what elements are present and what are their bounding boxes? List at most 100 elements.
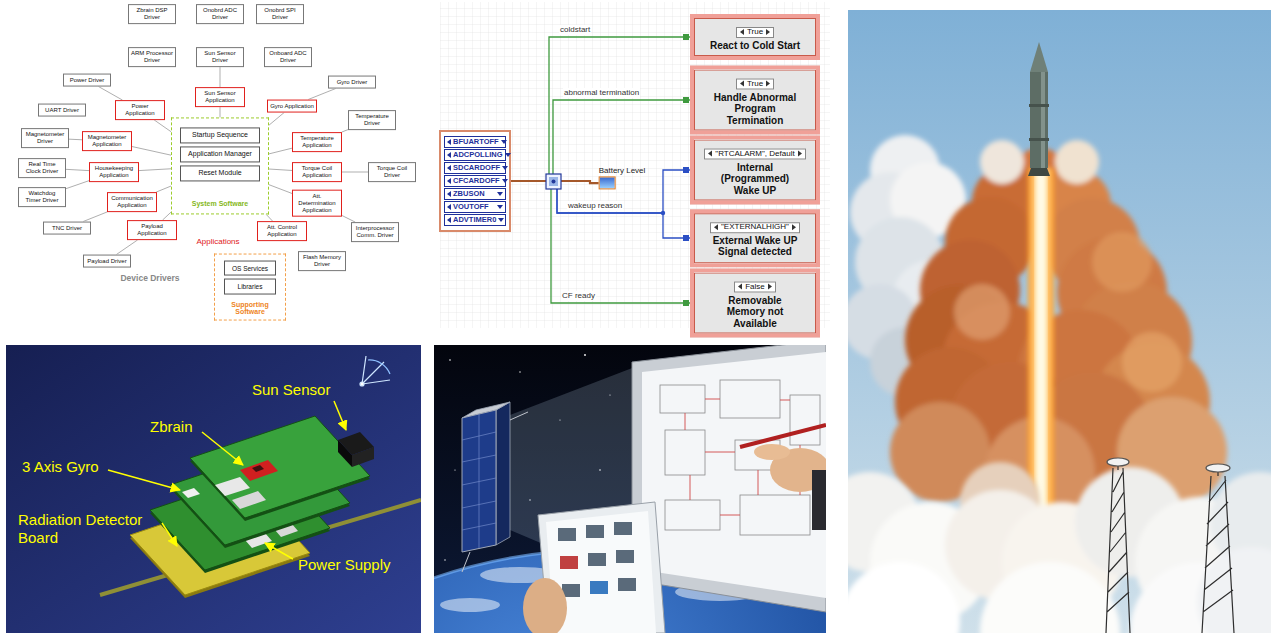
module-name: Application Manager [183, 150, 257, 158]
lightning-tower [1107, 458, 1129, 466]
application-name: Att. Determination Application [295, 193, 339, 214]
monitor [720, 380, 780, 418]
connector-line [154, 120, 171, 132]
case-terminal [683, 167, 689, 173]
driver-box: Real Time Clock Driver [18, 158, 66, 178]
case-selector-value: "EXTERNALHIGH" [718, 223, 792, 231]
monitor [660, 385, 705, 413]
enum-arrow [497, 205, 503, 209]
exhaust-smoke [1092, 232, 1152, 292]
driver-name: ARM Processor Driver [131, 50, 173, 64]
connector-line [342, 130, 348, 133]
monitor [740, 495, 810, 535]
driver-box: Onboard ADC Driver [264, 47, 312, 67]
cubesat [462, 402, 528, 572]
cubesat [462, 412, 528, 572]
enum-arrow [497, 192, 503, 196]
module-box: Reset Module [180, 166, 260, 182]
application-name: Temperature Application [295, 135, 339, 149]
orientation-icon [368, 360, 390, 374]
application-box: Att. Determination Application [292, 190, 342, 217]
module-name: Reset Module [183, 170, 257, 178]
exhaust-flame [1036, 170, 1046, 535]
connector-line [269, 148, 292, 154]
connector-line [132, 147, 171, 156]
driver-name: Onobrd ADC Driver [199, 7, 241, 21]
rocket-launch-photo [848, 10, 1271, 633]
connector-line [220, 67, 221, 87]
monitor [685, 399, 800, 515]
application-box: Housekeeping Application [89, 162, 139, 182]
connector-line [308, 88, 336, 99]
wire-label: abnormal termination [563, 88, 640, 98]
rocket [1029, 138, 1049, 141]
case-selector: True [736, 78, 774, 89]
tablet [558, 522, 636, 597]
module-name: Libraries [227, 283, 273, 290]
enum-constant: SDCARDOFF [444, 162, 506, 174]
enum-arrow [502, 166, 508, 170]
subvi-icon [549, 177, 558, 186]
application-box: Torque Coil Application [292, 162, 342, 182]
connector-line [116, 240, 137, 255]
application-box: Magnetometer Application [82, 131, 132, 151]
tablet [523, 578, 567, 633]
connector-line [66, 169, 89, 170]
circuit-board [182, 488, 200, 498]
driver-name: TNC Driver [46, 225, 88, 232]
case-selector: "RTCALARM", Default [704, 148, 805, 159]
application-name: Payload Application [130, 223, 174, 237]
enum-constant: ZBUSON [444, 188, 506, 200]
driver-name: Interprocessor Comm. Driver [354, 225, 396, 239]
enum-arrow [447, 139, 451, 145]
case-structure: "RTCALARM", DefaultInternal (Programmed)… [690, 136, 820, 205]
leader-arrow [202, 432, 243, 465]
selector-arrow [798, 151, 802, 157]
driver-box: ARM Processor Driver [128, 47, 176, 67]
application-name: Torque Coil Application [295, 165, 339, 179]
star [519, 371, 520, 372]
case-structure: FalseRemovable Memory not Available [690, 269, 820, 338]
ground-cloud [1197, 547, 1271, 633]
wire-label: coldstart [559, 25, 591, 35]
exhaust-smoke [890, 140, 1227, 527]
module-box: OS Services [224, 261, 276, 276]
part-label: 3 Axis Gyro [22, 458, 99, 476]
group-title: Supporting Software [224, 300, 276, 314]
circuit-board [252, 465, 264, 472]
part-label: Zbrain [150, 418, 193, 436]
orientation-icon [360, 382, 364, 386]
case-terminal [683, 235, 689, 241]
case-selector-value: True [744, 28, 766, 36]
group-label: Device Drivers [120, 273, 179, 283]
rocket [1041, 72, 1045, 168]
star [584, 354, 586, 356]
enum-constant: BFUARTOFF [444, 136, 506, 148]
exhaust-smoke [1055, 140, 1099, 184]
case-structure: TrueHandle Abnormal Program Termination [690, 66, 820, 135]
rocket [1030, 72, 1048, 168]
group-label: Applications [196, 237, 239, 247]
case-structure: TrueReact to Cold Start [690, 14, 820, 60]
driver-name: Magnetometer Driver [24, 131, 66, 145]
application-box: Sun Sensor Application [195, 87, 245, 107]
driver-box: UART Driver [38, 104, 86, 117]
indicator-icon [599, 177, 616, 190]
enum-arrow [447, 152, 451, 158]
star [454, 469, 455, 470]
case-selector-value: "RTCALARM", Default [712, 150, 797, 158]
driver-name: Flash Memory Driver [301, 254, 343, 268]
application-name: Communication Application [110, 195, 154, 209]
connector-line [342, 216, 355, 223]
selector-arrow [792, 224, 796, 230]
hand-with-pen [740, 425, 826, 447]
case-selector: False [734, 281, 776, 292]
enum-arrow [447, 165, 451, 171]
connector-line [269, 169, 292, 170]
battery-indicator: Battery Level [599, 166, 646, 189]
indicator-label: Battery Level [599, 166, 646, 175]
lightning-tower [1106, 458, 1234, 633]
enum-constant: VOUTOFF [444, 201, 506, 213]
driver-name: Gyro Driver [331, 79, 373, 86]
part-label: Sun Sensor [252, 381, 330, 399]
